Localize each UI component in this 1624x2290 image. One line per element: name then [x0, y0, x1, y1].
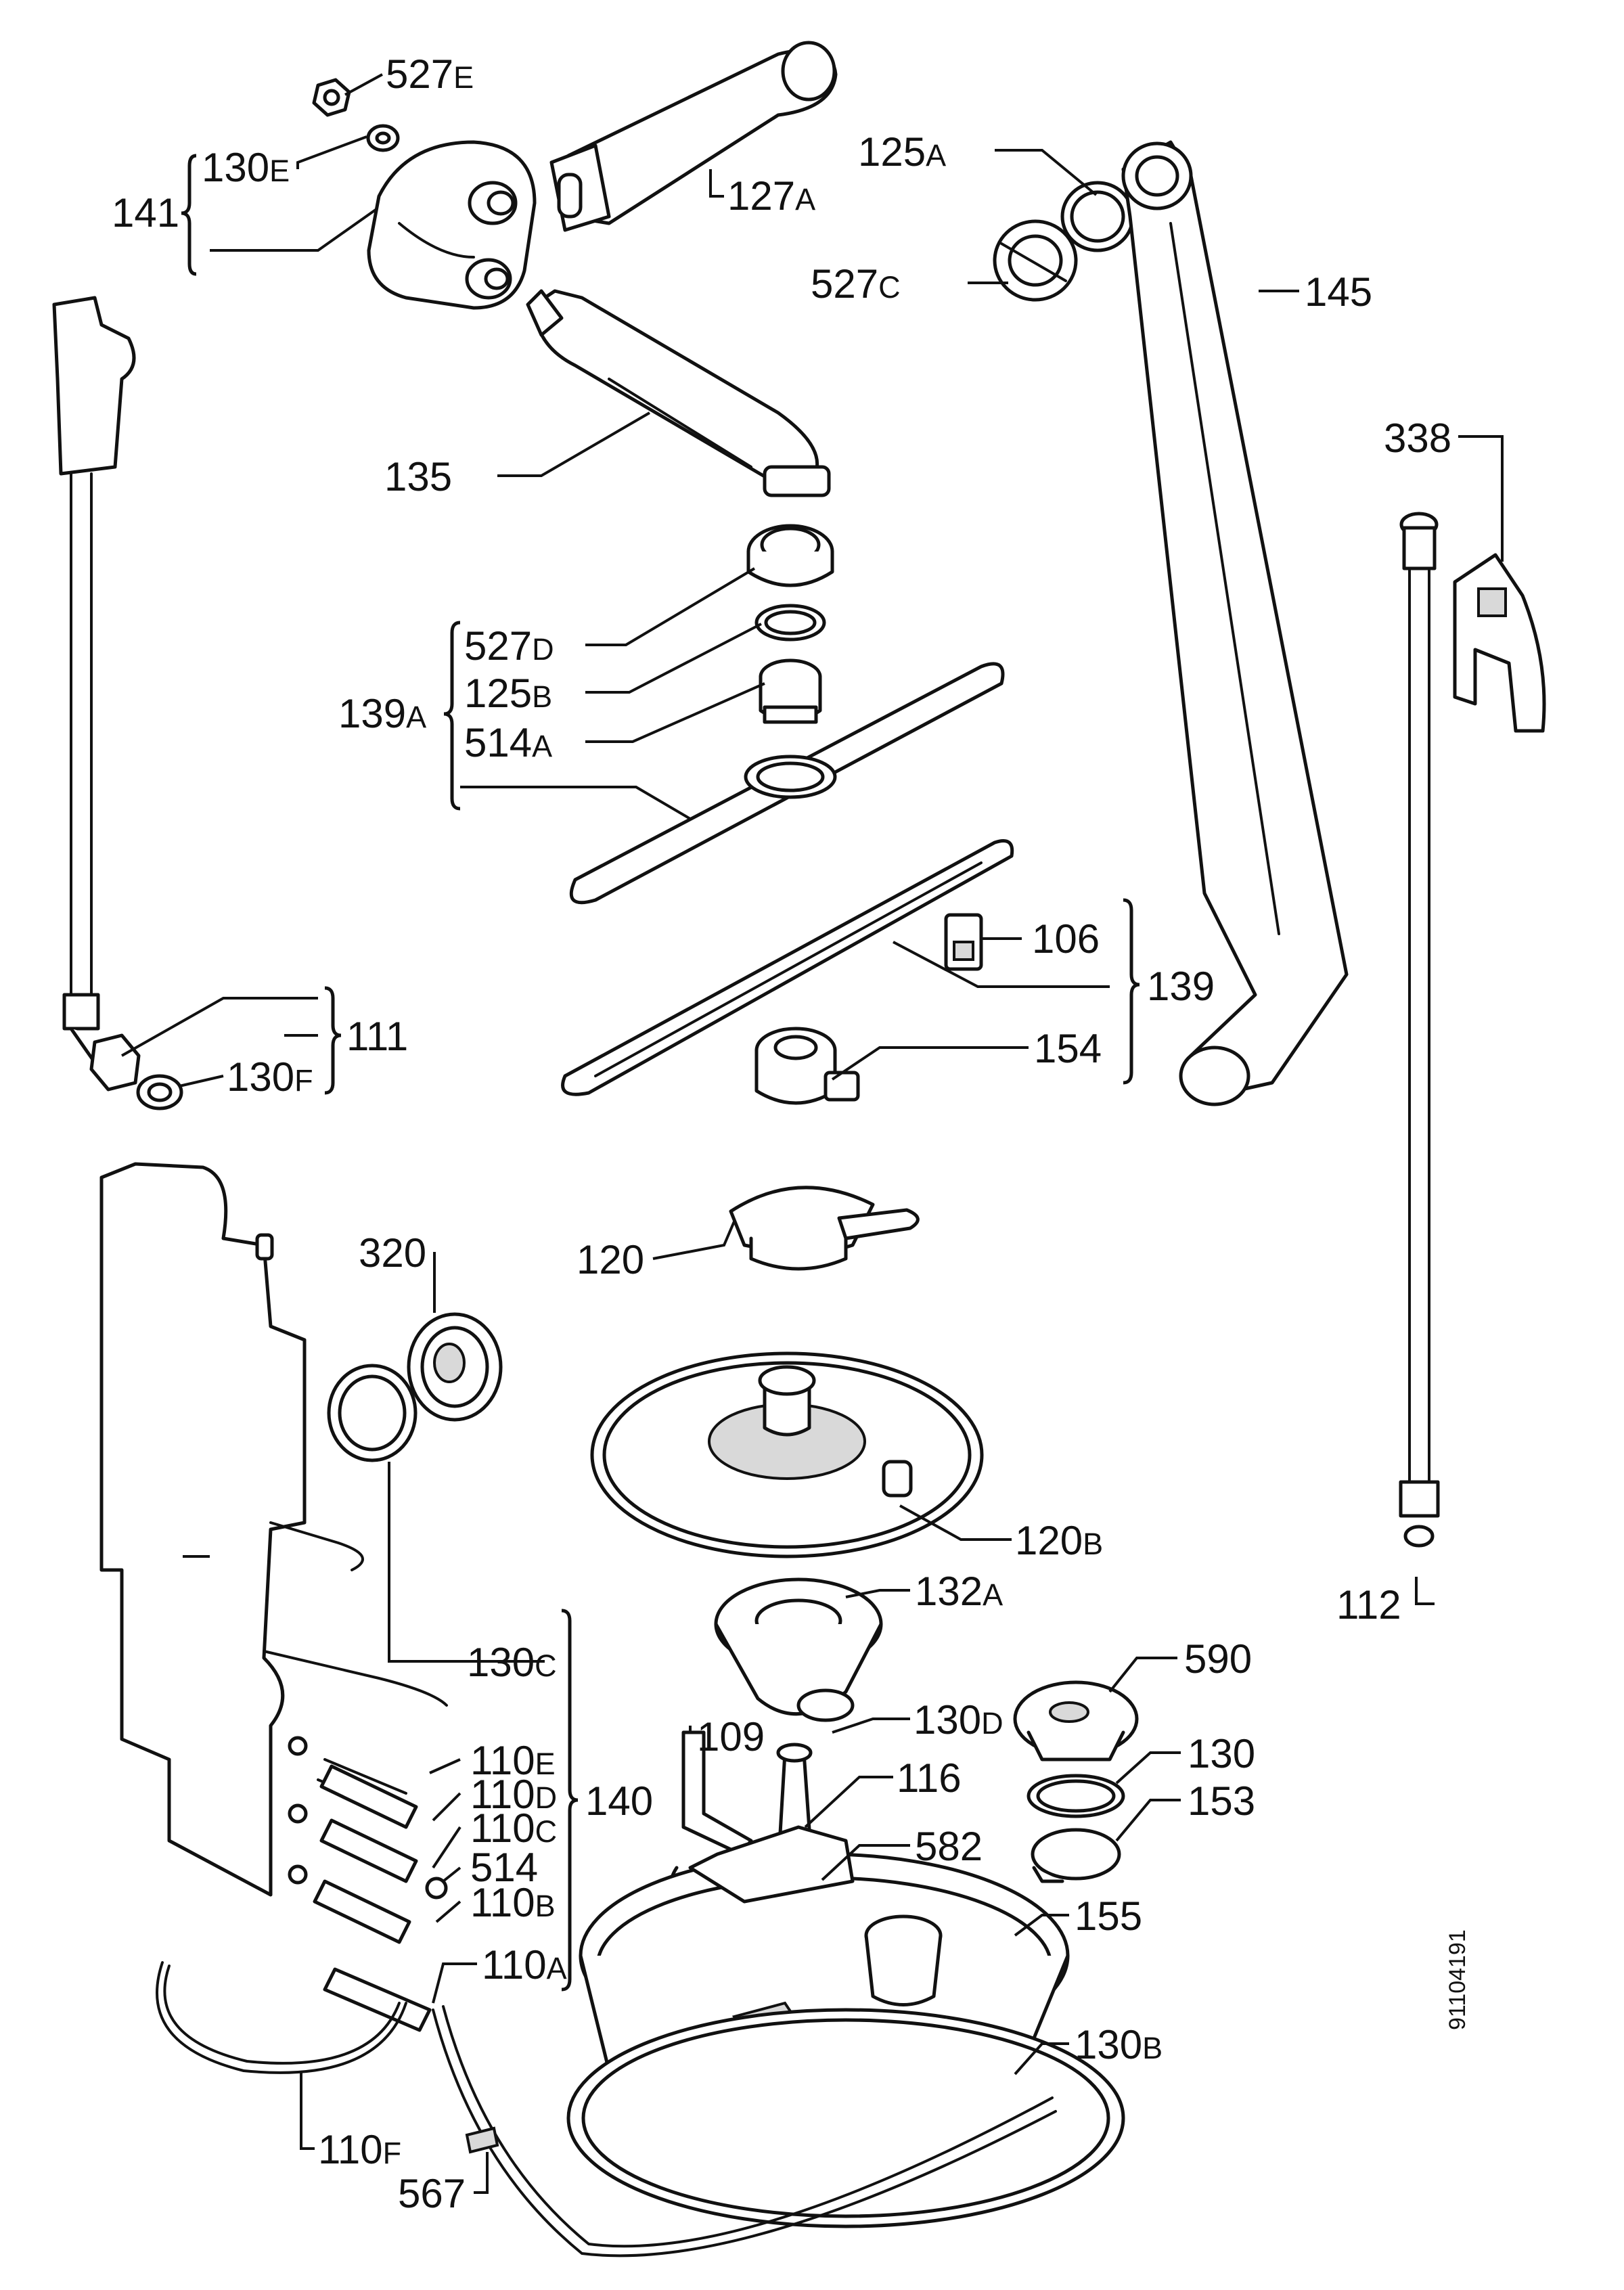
label-130e: 130E	[202, 145, 290, 190]
part-110-hoses	[156, 1758, 1057, 2258]
label-338: 338	[1384, 416, 1451, 461]
part-527c-nut	[993, 219, 1078, 302]
label-153: 153	[1188, 1778, 1255, 1824]
part-320-ring	[407, 1312, 503, 1422]
part-112-hose	[1399, 512, 1440, 1548]
label-130d: 130D	[914, 1697, 1003, 1743]
label-141: 141	[112, 190, 179, 235]
label-112: 112	[1336, 1582, 1401, 1627]
label-127a: 127A	[727, 173, 815, 219]
part-514a-bushing	[759, 658, 822, 724]
part-130-seal	[1027, 1774, 1125, 1818]
leader-lines	[121, 73, 1504, 2194]
part-130b-seal-ring	[566, 2008, 1125, 2228]
label-125b: 125B	[464, 671, 552, 716]
part-130e-washer	[366, 124, 400, 152]
label-154: 154	[1034, 1026, 1102, 1071]
part-111-inlet-hose	[52, 296, 183, 1110]
label-132a: 132A	[915, 1569, 1003, 1614]
label-527e: 527E	[386, 51, 474, 97]
label-109: 109	[697, 1714, 765, 1759]
part-120b-filter-plate	[590, 1351, 984, 1558]
label-527c: 527C	[811, 261, 901, 307]
part-130c-gasket	[327, 1364, 418, 1462]
part-141-bracket	[367, 140, 537, 310]
label-111: 111	[346, 1014, 408, 1059]
part-154-nozzle	[754, 1027, 860, 1105]
label-139a: 139A	[338, 691, 426, 736]
part-590-cover	[1013, 1680, 1139, 1761]
part-125b-seal	[754, 604, 826, 642]
part-140-dispenser-panel	[99, 1162, 448, 1897]
label-527d: 527D	[464, 623, 554, 669]
label-130b: 130B	[1075, 2022, 1163, 2067]
part-145-long-pipe	[1121, 140, 1349, 1106]
label-590: 590	[1184, 1636, 1252, 1682]
label-120b: 120B	[1015, 1518, 1103, 1563]
label-110b: 110B	[470, 1880, 556, 1925]
label-110a: 110A	[482, 1942, 567, 1988]
label-514: 514	[470, 1845, 538, 1890]
label-514a: 514A	[464, 720, 552, 765]
label-110d: 110D	[470, 1772, 557, 1817]
part-135-upper-spray-arm	[526, 289, 831, 497]
label-120: 120	[577, 1237, 644, 1282]
label-140: 140	[585, 1778, 653, 1824]
brackets	[181, 154, 1140, 1992]
label-582: 582	[915, 1824, 983, 1869]
label-139: 139	[1147, 964, 1215, 1009]
label-145: 145	[1305, 269, 1372, 315]
label-155: 155	[1075, 1893, 1142, 1939]
label-110e: 110E	[470, 1738, 556, 1783]
part-127a-upper-pipe	[549, 41, 838, 232]
part-125a-seal	[1060, 181, 1135, 252]
label-116: 116	[897, 1755, 962, 1801]
label-567: 567	[398, 2171, 466, 2216]
drawing-code: 91104191	[1445, 1929, 1470, 2030]
label-130f: 130F	[227, 1054, 313, 1100]
label-125a: 125A	[858, 129, 946, 175]
part-106-clip	[944, 913, 983, 971]
label-110f: 110F	[318, 2127, 401, 2172]
part-153-flap	[1031, 1828, 1121, 1883]
part-527d-nut	[746, 524, 834, 587]
callout-labels: 527E 130E 141 127A 125A 527C 145 135 338…	[112, 51, 1451, 2216]
part-109-bracket	[681, 1730, 753, 1856]
label-135: 135	[384, 454, 452, 499]
part-527e-nut	[312, 78, 351, 117]
part-567-clip	[465, 2126, 499, 2154]
part-132a-filter-housing	[714, 1577, 883, 1722]
part-338-clip	[1453, 553, 1546, 733]
label-130: 130	[1188, 1731, 1255, 1776]
part-120-support	[729, 1186, 920, 1271]
part-139a-spray-arm	[569, 662, 1005, 905]
label-130c: 130C	[467, 1640, 557, 1685]
label-320: 320	[359, 1230, 426, 1276]
part-139-spray-arm	[561, 839, 1014, 1096]
label-106: 106	[1032, 916, 1100, 962]
label-110c: 110C	[470, 1805, 557, 1851]
